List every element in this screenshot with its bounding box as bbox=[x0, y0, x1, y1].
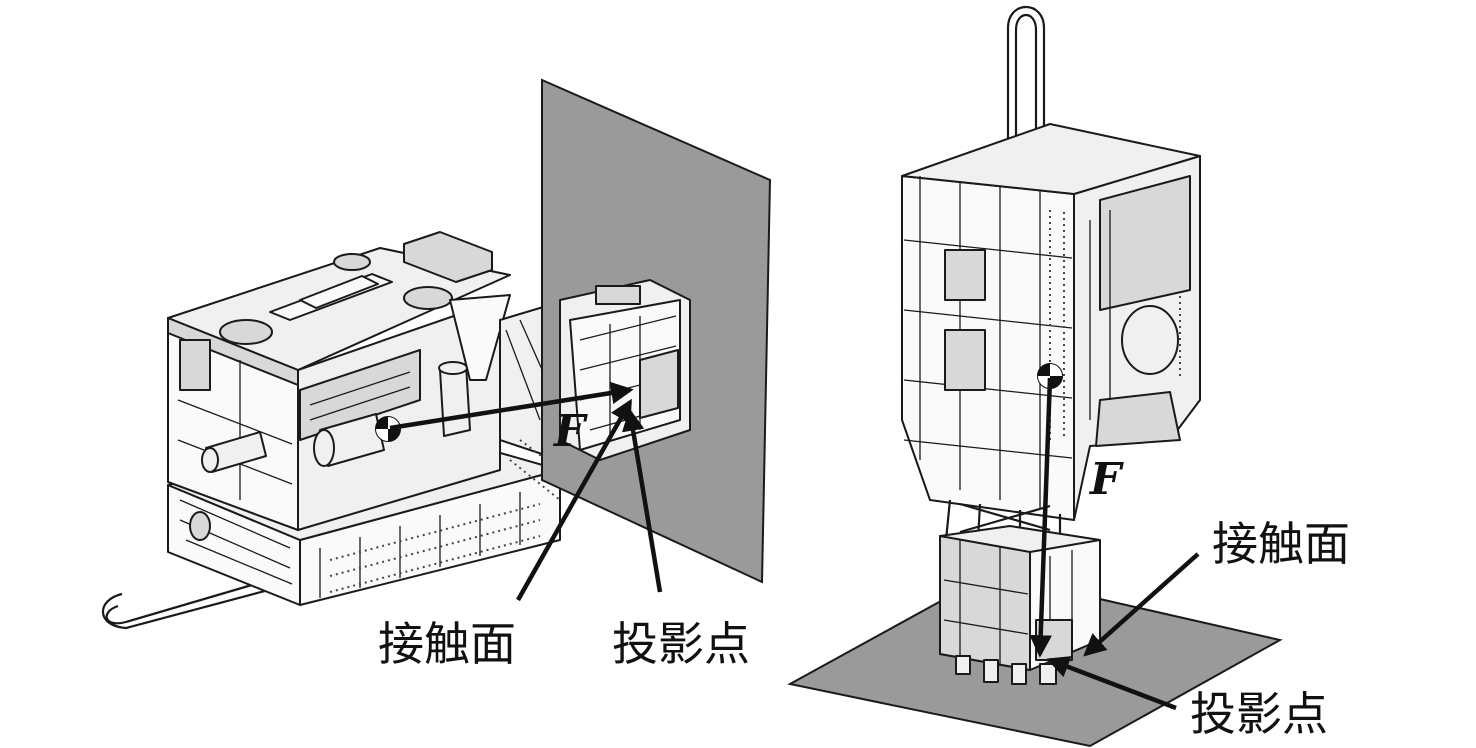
left-projection-leader bbox=[621, 408, 663, 593]
right-panel: F 接触面 投影点 bbox=[787, 5, 1350, 748]
right-force-arrow bbox=[1029, 377, 1053, 658]
right-projection-point-label: 投影点 bbox=[1190, 687, 1328, 741]
right-contact-leader bbox=[1083, 552, 1200, 657]
right-handle bbox=[1006, 5, 1046, 210]
right-contact-surface-label: 接触面 bbox=[1212, 517, 1350, 571]
right-force-label: F bbox=[1088, 454, 1124, 505]
right-projection-leader bbox=[1046, 656, 1177, 711]
left-handle bbox=[101, 560, 337, 630]
right-mid-struts bbox=[944, 499, 1062, 541]
left-contact-surface-label: 接触面 bbox=[378, 617, 516, 671]
left-force-label: F bbox=[552, 406, 588, 457]
left-main-body bbox=[167, 231, 511, 531]
left-projection-point-label: 投影点 bbox=[612, 617, 750, 671]
left-panel: F 接触面 投影点 bbox=[101, 78, 772, 671]
left-contact-leader bbox=[516, 398, 632, 602]
left-center-of-mass bbox=[375, 416, 401, 442]
right-upper-frame bbox=[901, 123, 1201, 521]
left-gripper-front bbox=[559, 279, 691, 461]
right-center-of-mass bbox=[1037, 363, 1063, 389]
left-force-arrow bbox=[389, 381, 634, 431]
